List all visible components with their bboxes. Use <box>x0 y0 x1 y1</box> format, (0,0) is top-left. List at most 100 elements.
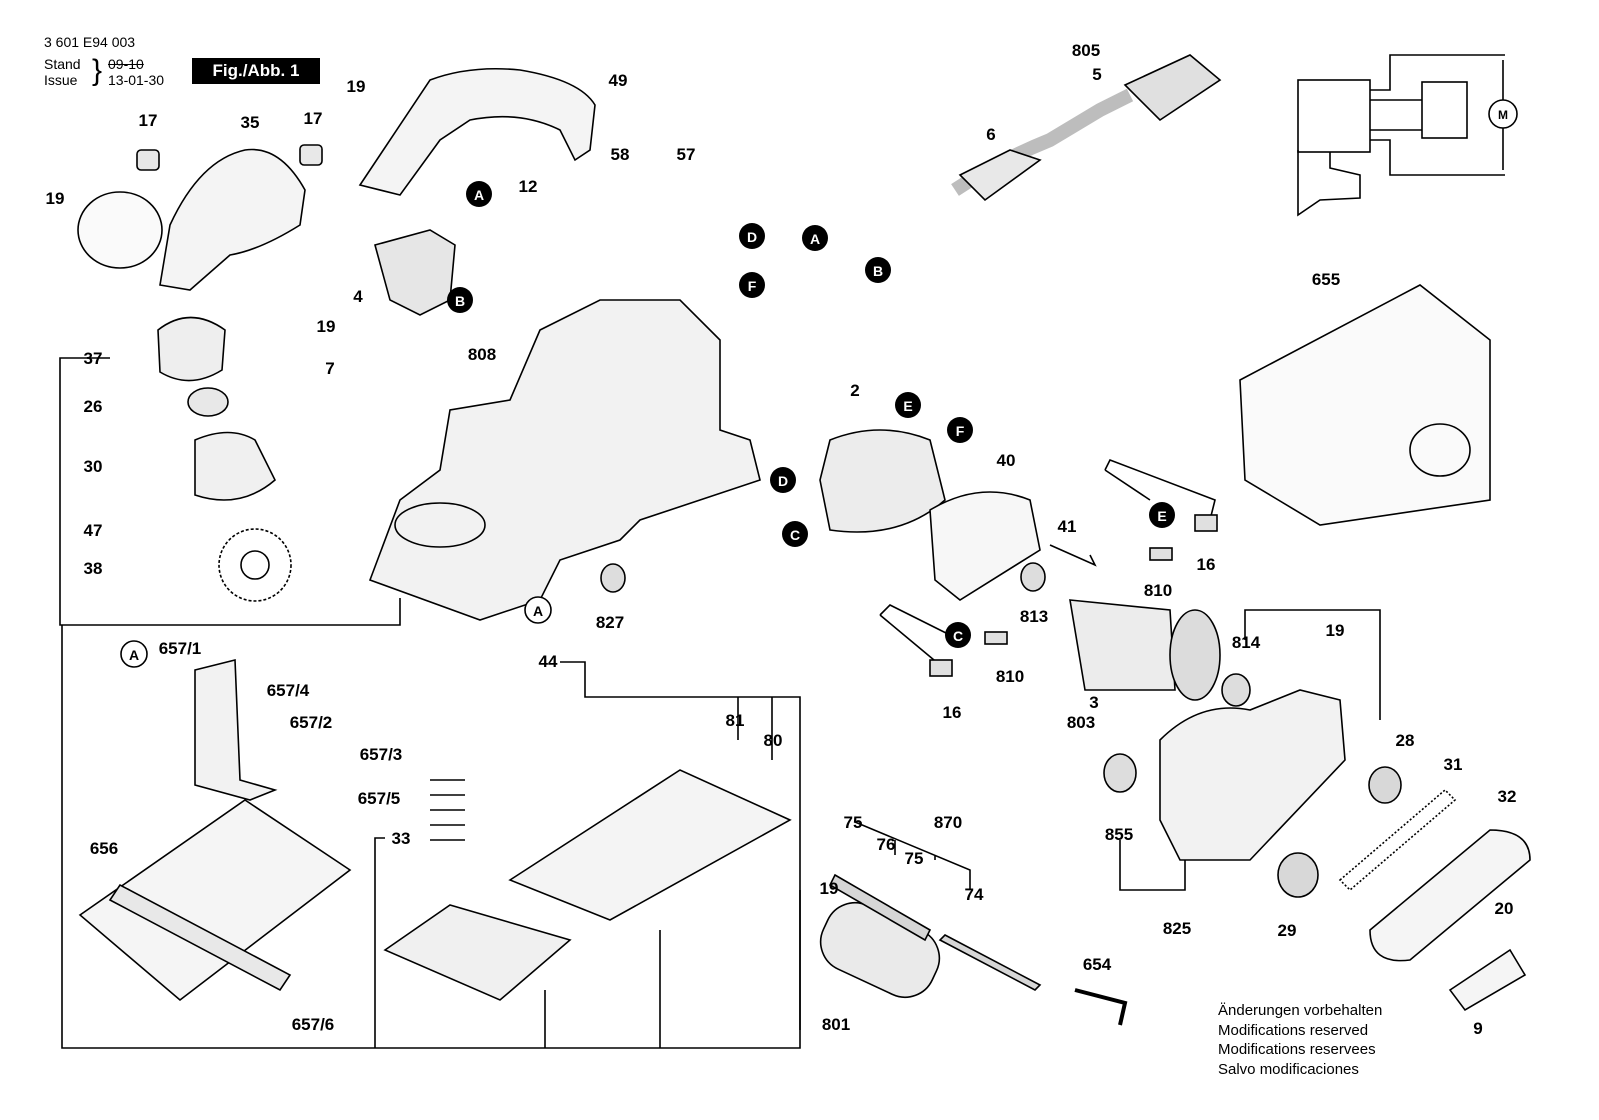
blade-74-part <box>938 934 1042 991</box>
issue-label: Issue <box>44 72 78 88</box>
scale-ring-hub <box>240 550 270 580</box>
svg-text:B: B <box>873 263 883 279</box>
part-label-p32: 32 <box>1498 787 1517 806</box>
carry-case-part <box>1239 284 1491 526</box>
svg-text:C: C <box>790 527 800 543</box>
armature-part <box>1069 599 1176 691</box>
svg-text:A: A <box>474 187 484 203</box>
part-label-p655: 655 <box>1312 270 1340 289</box>
connector-a-switch: A <box>466 181 492 207</box>
armature-gear <box>1169 609 1221 701</box>
bracket-81-80 <box>737 697 773 760</box>
part-label-p657_5: 657/5 <box>358 789 401 808</box>
connector-d-wire: D <box>739 223 765 249</box>
part-label-p12: 12 <box>519 177 538 196</box>
part-label-p58: 58 <box>611 145 630 164</box>
bracket-33 <box>374 837 385 1048</box>
spindle-30-part <box>194 431 276 501</box>
bearing-855 <box>1103 753 1137 793</box>
part-label-p657_1: 657/1 <box>159 639 202 658</box>
handle-cover-part <box>358 68 596 196</box>
part-label-p5: 5 <box>1092 65 1101 84</box>
svg-text:B: B <box>455 293 465 309</box>
schematic-block-left <box>1297 79 1371 153</box>
connector-b-switch: B <box>447 287 473 313</box>
part-label-p44: 44 <box>539 652 558 671</box>
bracket-left-assembly <box>59 357 401 626</box>
part-label-p654: 654 <box>1083 955 1112 974</box>
bearing-827 <box>600 563 626 593</box>
part-label-p657_4: 657/4 <box>267 681 310 700</box>
svg-text:F: F <box>748 278 757 294</box>
svg-text:F: F <box>956 423 965 439</box>
part-label-p20: 20 <box>1495 899 1514 918</box>
part-label-p19e: 19 <box>820 879 839 898</box>
part-label-p656: 656 <box>90 839 118 858</box>
bearing-814 <box>1221 673 1251 707</box>
fence-rail-part <box>108 883 292 992</box>
part-label-p803: 803 <box>1067 713 1095 732</box>
note-de: Änderungen vorbehalten <box>1218 1002 1383 1019</box>
schematic-wires <box>1370 54 1505 176</box>
brush-16-lower <box>929 659 953 677</box>
modification-notes: Änderungen vorbehalten Modifications res… <box>1218 1001 1382 1079</box>
guide-fence-part <box>78 799 352 1002</box>
figure-label: Fig./Abb. 1 <box>192 58 320 84</box>
hex-key-part <box>1074 988 1128 1026</box>
svg-text:E: E <box>1157 508 1166 524</box>
svg-text:A: A <box>533 603 543 619</box>
connector-e-stator: E <box>895 392 921 418</box>
front-shoe-part <box>383 904 572 1001</box>
spring-33-part <box>430 779 465 841</box>
part-label-p3: 3 <box>1089 693 1098 712</box>
scale-ring-38-part <box>218 528 292 602</box>
part-label-p657_6: 657/6 <box>292 1015 335 1034</box>
rear-shoe-part <box>508 769 792 921</box>
part-label-p855: 855 <box>1105 825 1133 844</box>
part-label-p810b: 810 <box>996 667 1024 686</box>
brush-810-lower <box>984 631 1008 645</box>
part-label-p19a: 19 <box>347 77 366 96</box>
part-label-p4: 4 <box>353 287 363 306</box>
depth-knob-part <box>157 316 226 382</box>
part-label-p825: 825 <box>1163 919 1191 938</box>
part-label-p40: 40 <box>997 451 1016 470</box>
issue-date: 13-01-30 <box>108 72 165 88</box>
part-label-p19b: 19 <box>46 189 65 208</box>
part-label-p7: 7 <box>325 359 334 378</box>
part-label-p75a: 75 <box>844 813 863 832</box>
svg-text:A: A <box>129 647 139 663</box>
drive-belt-part <box>1338 788 1457 892</box>
part-label-p31: 31 <box>1444 755 1463 774</box>
svg-text:D: D <box>778 473 788 489</box>
part-label-p57: 57 <box>677 145 696 164</box>
connector-f-wire: F <box>739 272 765 298</box>
knob-17-right <box>299 144 323 166</box>
bracket-lines <box>59 357 1381 1049</box>
spring-41-part <box>1049 544 1097 567</box>
part-label-p827: 827 <box>596 613 624 632</box>
part-drawings: M <box>77 54 1531 1026</box>
note-fr: Modifications reservees <box>1218 1041 1376 1058</box>
svg-text:D: D <box>747 229 757 245</box>
dust-port-part <box>77 191 163 269</box>
part-label-p30: 30 <box>84 457 103 476</box>
part-label-p16b: 16 <box>943 703 962 722</box>
part-label-p74: 74 <box>965 885 984 904</box>
svg-text:C: C <box>953 628 963 644</box>
washer-26-part <box>187 387 229 417</box>
carry-case-port <box>1409 423 1471 477</box>
part-label-p80: 80 <box>764 731 783 750</box>
connector-b-cord: B <box>865 257 891 283</box>
svg-text:A: A <box>810 231 820 247</box>
connector-a-housing: A <box>524 596 552 624</box>
bracket-814 <box>1244 609 1381 720</box>
brush-holder-e <box>1104 458 1216 521</box>
stand-date: 09-10 <box>108 56 144 72</box>
part-label-p19c: 19 <box>317 317 336 336</box>
part-label-p814: 814 <box>1232 633 1261 652</box>
schematic-block-mid <box>1421 81 1468 139</box>
connector-e-brush: E <box>1149 502 1175 528</box>
part-label-p41: 41 <box>1058 517 1077 536</box>
